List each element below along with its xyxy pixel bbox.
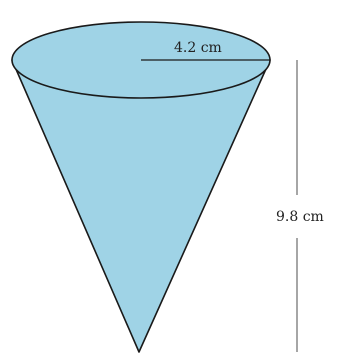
- radius-label: 4.2 cm: [174, 40, 222, 56]
- height-label: 9.8 cm: [276, 209, 324, 225]
- cone-body: [11, 59, 271, 353]
